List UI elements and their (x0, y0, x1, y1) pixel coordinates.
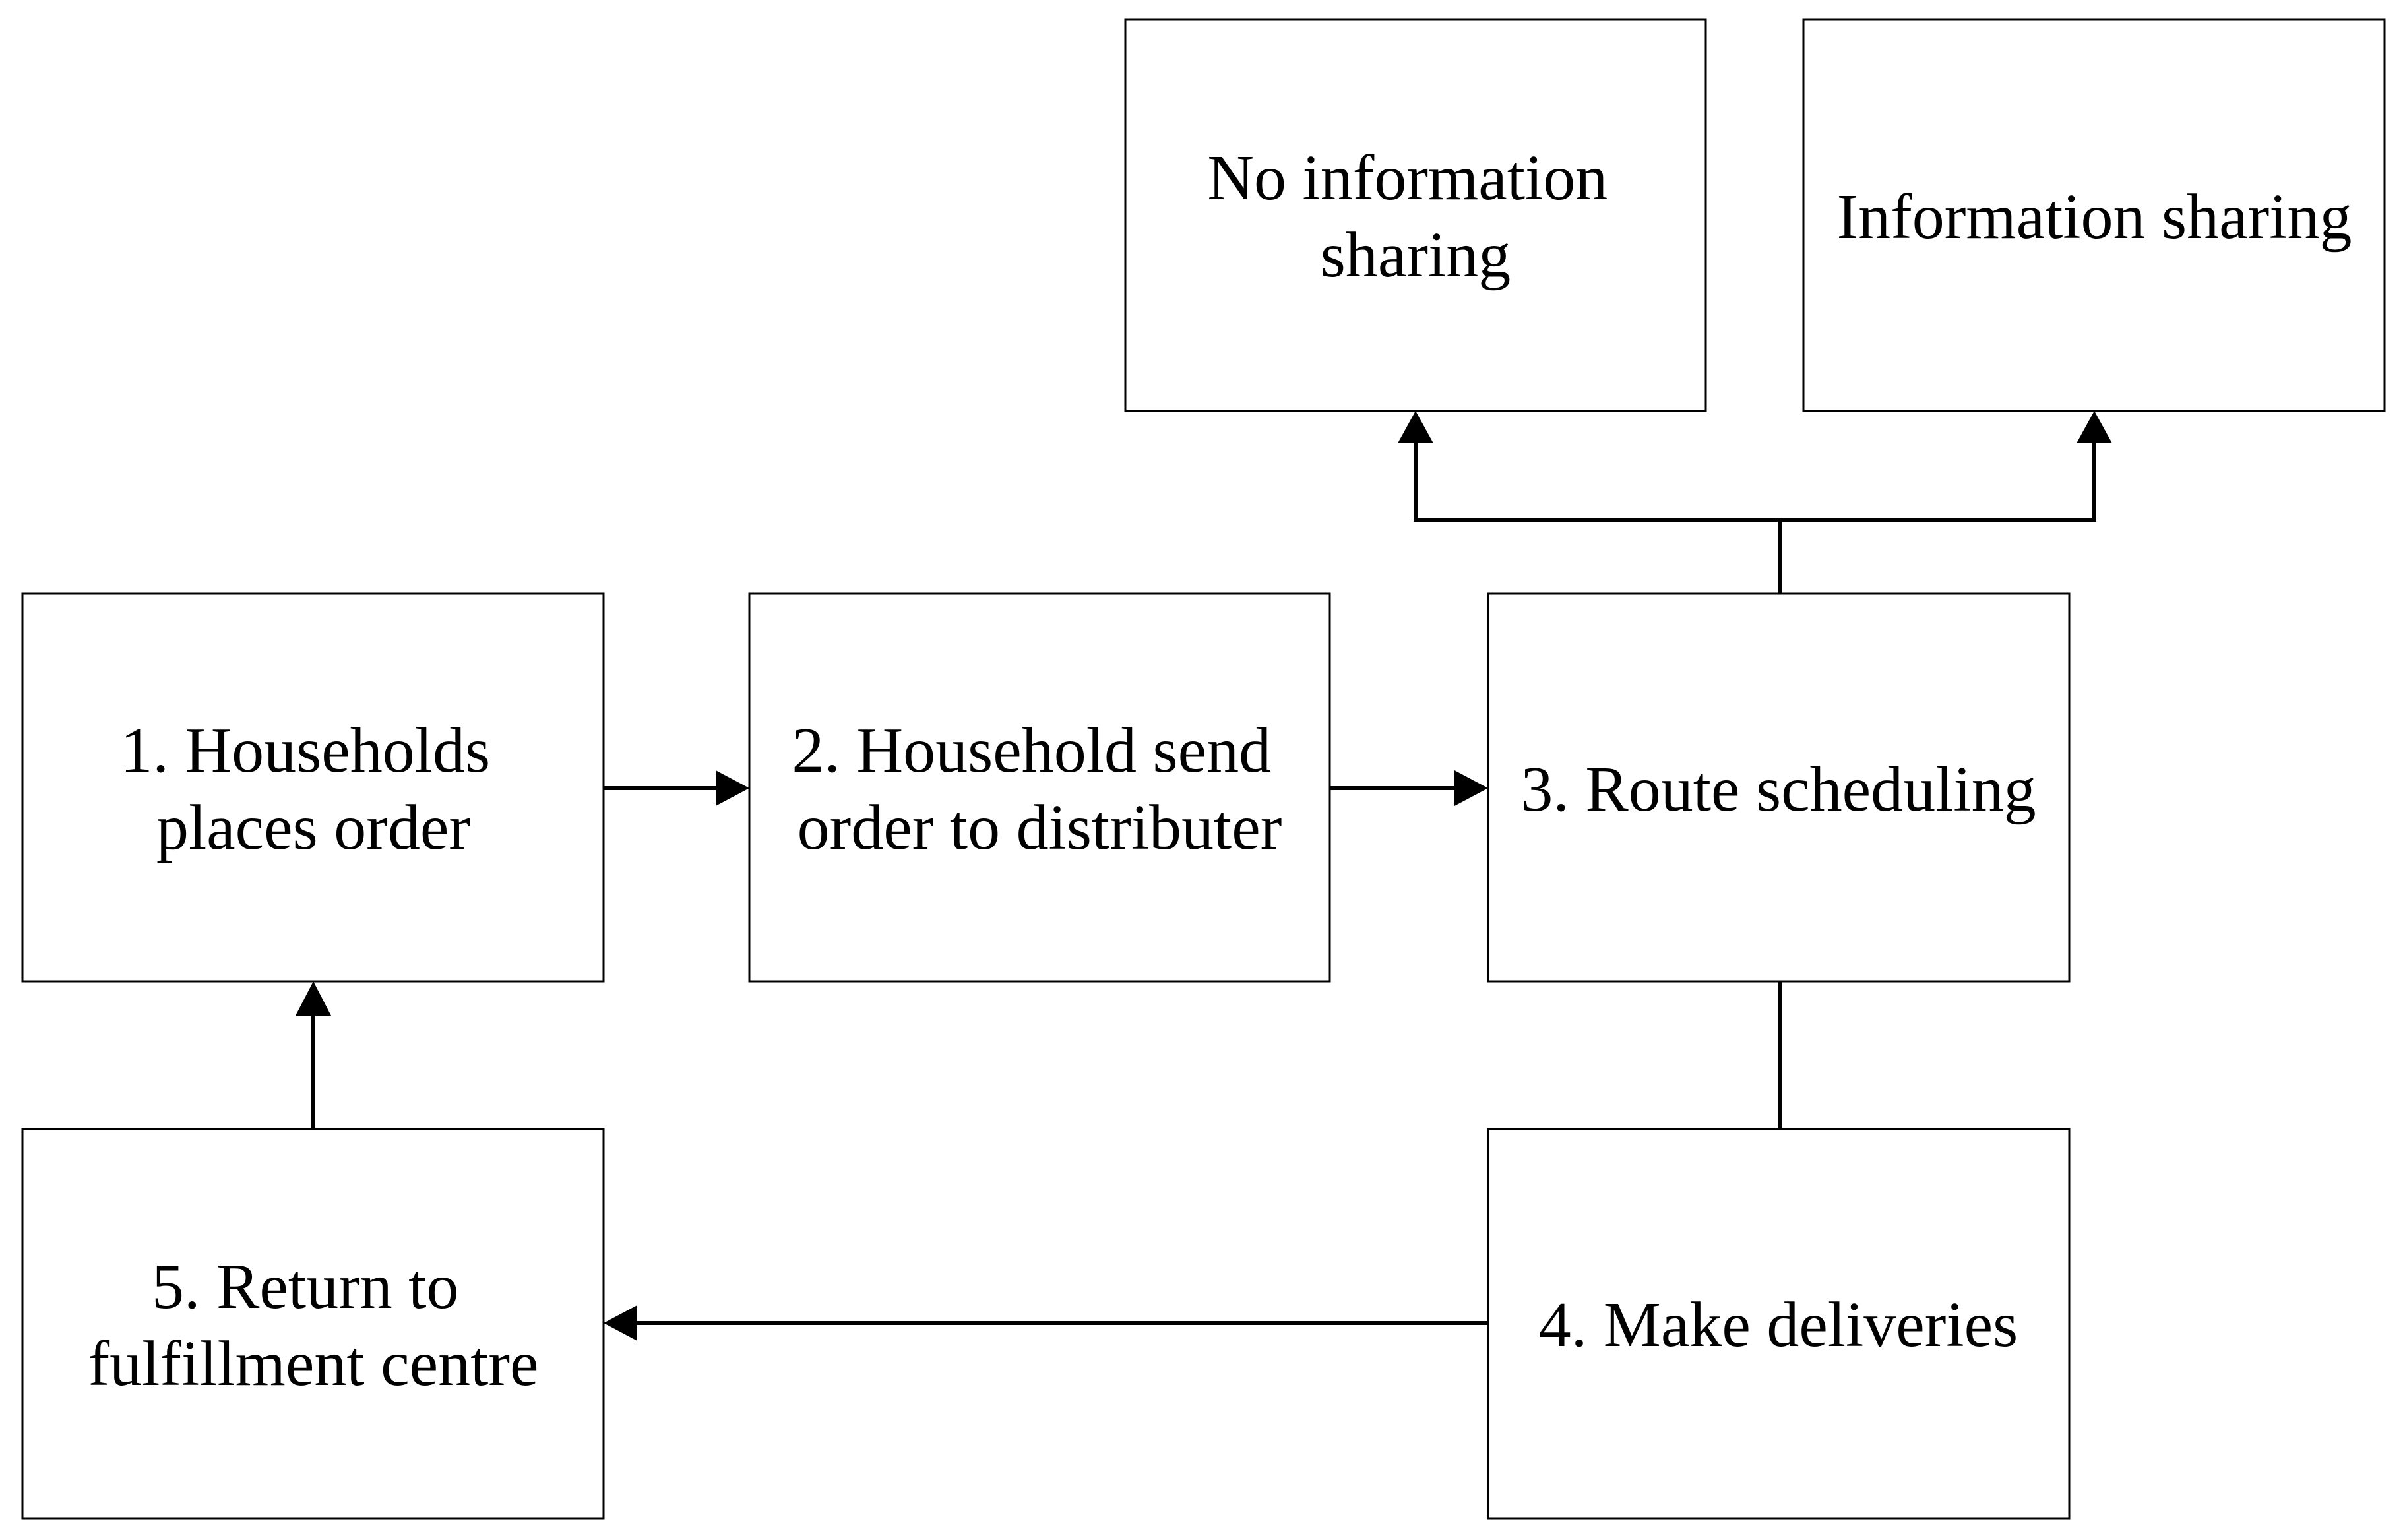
arrowhead-to-send-order (716, 770, 749, 806)
arrowhead-to-no-info-sharing (1398, 411, 1433, 443)
node-label-line: 3. Route scheduling (1520, 754, 2036, 825)
node-label-line: 1. Households (120, 715, 490, 786)
node-label-households-place-order: 1. Households places order (120, 715, 506, 863)
arrowhead-to-route-scheduling (1454, 770, 1488, 806)
node-label-line: places order (156, 792, 470, 863)
node-label-no-info-sharing: No information sharing (1207, 142, 1623, 291)
node-label-send-order: 2. Household send order to distributer (792, 715, 1287, 863)
node-label-return-centre: 5. Return to fulfillment centre (88, 1251, 539, 1400)
node-label-make-deliveries: 4. Make deliveries (1539, 1289, 2018, 1361)
arrowhead-to-info-sharing (2077, 411, 2112, 443)
arrowhead-to-households-place-order (296, 981, 331, 1016)
node-label-route-scheduling: 3. Route scheduling (1520, 754, 2036, 825)
node-label-line: Information sharing (1836, 181, 2352, 253)
node-no-info-sharing: No information sharing (1124, 18, 1707, 412)
node-label-line: fulfillment centre (88, 1328, 539, 1400)
edge-branch-to-info (1780, 443, 2096, 522)
node-label-info-sharing: Information sharing (1836, 181, 2352, 253)
node-label-line: 2. Household send (792, 715, 1271, 786)
node-send-order: 2. Household send order to distributer (748, 592, 1331, 983)
edge-branch-to-no-info (1414, 443, 1780, 522)
connectors (296, 411, 2112, 1341)
node-households-place-order: 1. Households places order (21, 592, 605, 983)
node-info-sharing: Information sharing (1802, 18, 2386, 412)
node-route-scheduling: 3. Route scheduling (1487, 592, 2071, 983)
arrowhead-to-return-centre (604, 1305, 637, 1341)
node-label-line: 5. Return to (152, 1251, 458, 1322)
node-return-centre: 5. Return to fulfillment centre (21, 1128, 605, 1520)
node-label-line: order to distributer (797, 792, 1282, 863)
node-label-line: 4. Make deliveries (1539, 1289, 2018, 1361)
node-label-line: No information (1207, 142, 1608, 214)
node-make-deliveries: 4. Make deliveries (1487, 1128, 2071, 1520)
node-label-line: sharing (1321, 220, 1511, 291)
